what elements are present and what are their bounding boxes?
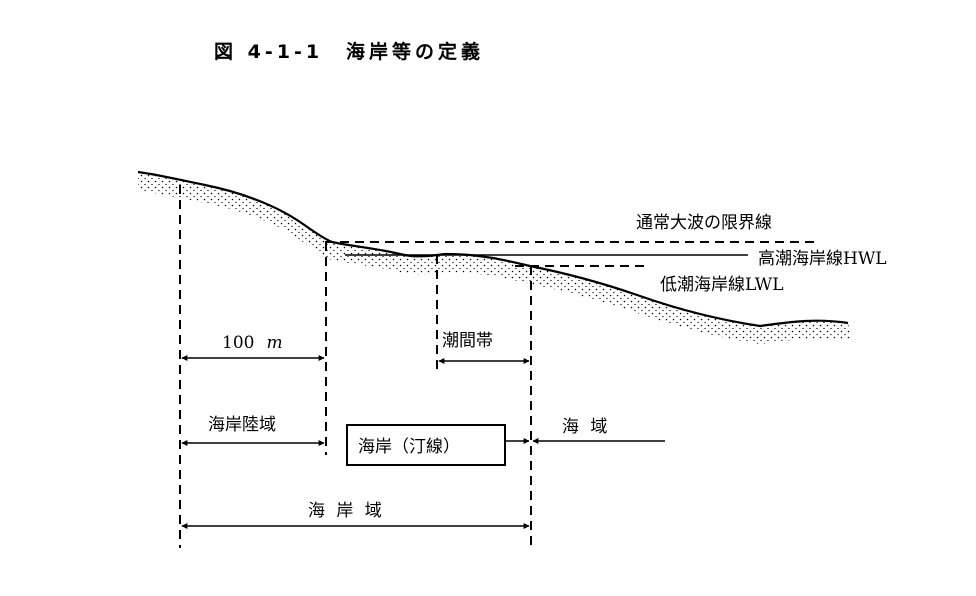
lwl-label: 低潮海岸線LWL xyxy=(660,275,784,295)
figure-title: 図 4-1-1 海岸等の定義 xyxy=(214,40,484,63)
sea-area-label: 海 域 xyxy=(562,417,610,437)
distance-label: 100 m xyxy=(222,333,283,353)
sand-stipple xyxy=(138,172,852,344)
coast-box xyxy=(346,424,506,466)
distance-unit: m xyxy=(266,333,282,353)
coast-box-label: 海岸（汀線） xyxy=(358,437,460,457)
ground-profile xyxy=(137,170,849,328)
coastal-area-label: 海 岸 域 xyxy=(308,501,385,521)
coastal-land-label: 海岸陸域 xyxy=(208,415,276,435)
hwl-label: 高潮海岸線HWL xyxy=(758,249,887,269)
wave-limit-label: 通常大波の限界線 xyxy=(636,213,772,233)
intertidal-label: 潮間帯 xyxy=(442,331,493,351)
distance-value: 100 xyxy=(222,333,254,353)
